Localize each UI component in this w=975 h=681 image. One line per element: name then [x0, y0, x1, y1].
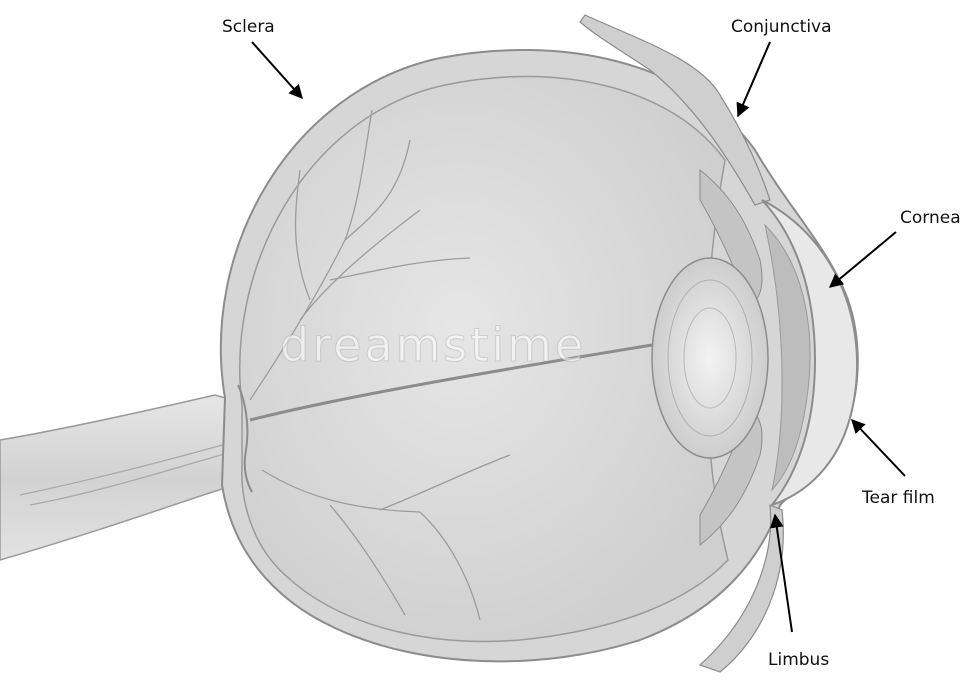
optic-nerve [0, 395, 235, 560]
conjunctiva-label: Conjunctiva [731, 17, 832, 37]
lens [652, 258, 768, 458]
tear-film-pointer-arrow [852, 420, 905, 476]
cornea-label: Cornea [900, 208, 961, 228]
tear-film-label: Tear film [862, 488, 935, 508]
watermark: dreamstime [280, 318, 586, 372]
sclera-pointer-arrow [252, 42, 302, 98]
sclera-label: Sclera [222, 17, 275, 37]
conjunctiva-pointer-arrow [738, 42, 770, 116]
cornea-pointer-arrow [830, 232, 896, 287]
limbus-label: Limbus [768, 650, 829, 670]
